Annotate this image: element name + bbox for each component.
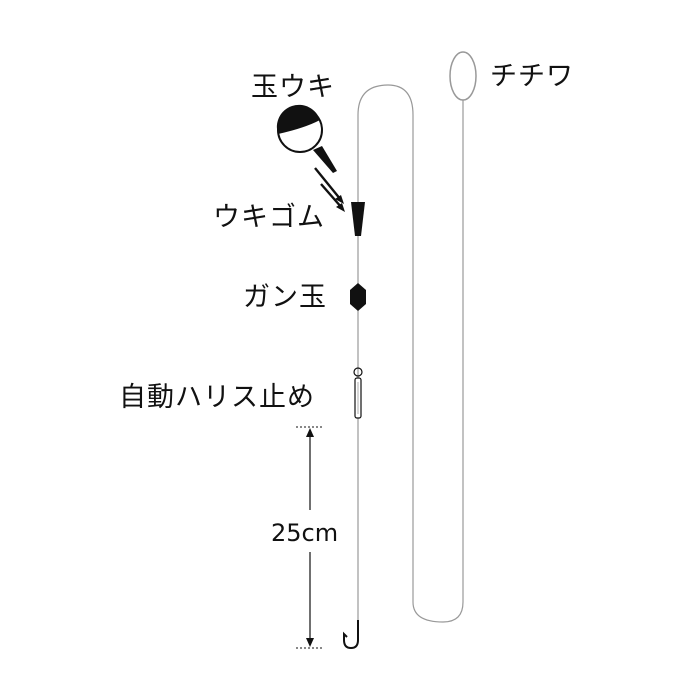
float-motion-arrows <box>314 167 345 212</box>
chichiwa-loop <box>449 51 477 101</box>
float-stopper-icon <box>351 202 365 236</box>
leader-length-label: 25cm <box>271 519 339 547</box>
leader-length-dimension <box>296 426 324 649</box>
sinker-icon <box>350 283 366 311</box>
hook-icon <box>343 620 359 650</box>
sinker-label: ガン玉 <box>243 282 327 313</box>
float-stopper-label: ウキゴム <box>213 202 325 233</box>
auto-leader-stopper-icon <box>353 367 363 419</box>
auto-leader-stopper-label: 自動ハリス止め <box>119 382 315 413</box>
chichiwa-label: チチワ <box>490 61 574 92</box>
main-line <box>357 84 464 630</box>
ball-float-icon <box>276 104 337 173</box>
float-label: 玉ウキ <box>251 72 335 103</box>
